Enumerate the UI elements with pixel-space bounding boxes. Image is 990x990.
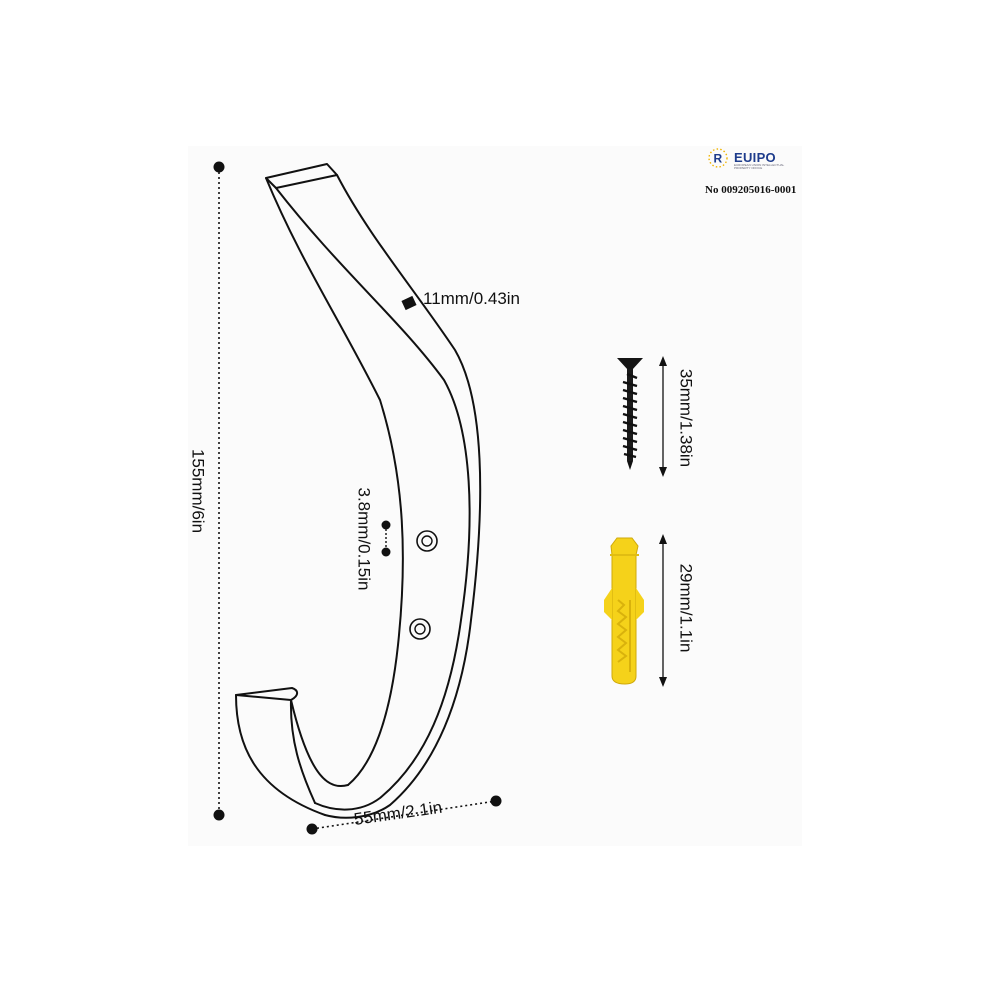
- svg-text:R: R: [714, 152, 723, 166]
- euipo-logo: R: [708, 148, 728, 168]
- thickness-label: 11mm/0.43in: [423, 289, 521, 308]
- anchor-length-arrow: [659, 534, 667, 687]
- hole-diameter-label: 3.8mm/0.15in: [354, 487, 374, 591]
- diagram-background: [188, 146, 802, 846]
- hook-outline: [235, 163, 482, 819]
- registration-number: No 009205016-0001: [705, 184, 797, 196]
- screw-length-label: 35mm/1.38in: [676, 368, 696, 468]
- screw-icon: [617, 358, 643, 470]
- width-dimension-line: [306, 795, 502, 835]
- logo-brand-text: EUIPO: [734, 150, 776, 165]
- anchor-length-label: 29mm/1.1in: [676, 563, 696, 653]
- height-label: 155mm/6in: [188, 448, 208, 534]
- thickness-marker: [401, 295, 417, 311]
- mounting-hole-top: [416, 530, 438, 552]
- hole-diameter-marker: [381, 520, 391, 557]
- logo-subtitle-text: European Union Intellectual Property Off…: [734, 164, 785, 171]
- height-dimension-line: [213, 161, 225, 821]
- wall-anchor-icon: [604, 537, 644, 685]
- mounting-hole-bottom: [409, 618, 431, 640]
- screw-length-arrow: [659, 356, 667, 477]
